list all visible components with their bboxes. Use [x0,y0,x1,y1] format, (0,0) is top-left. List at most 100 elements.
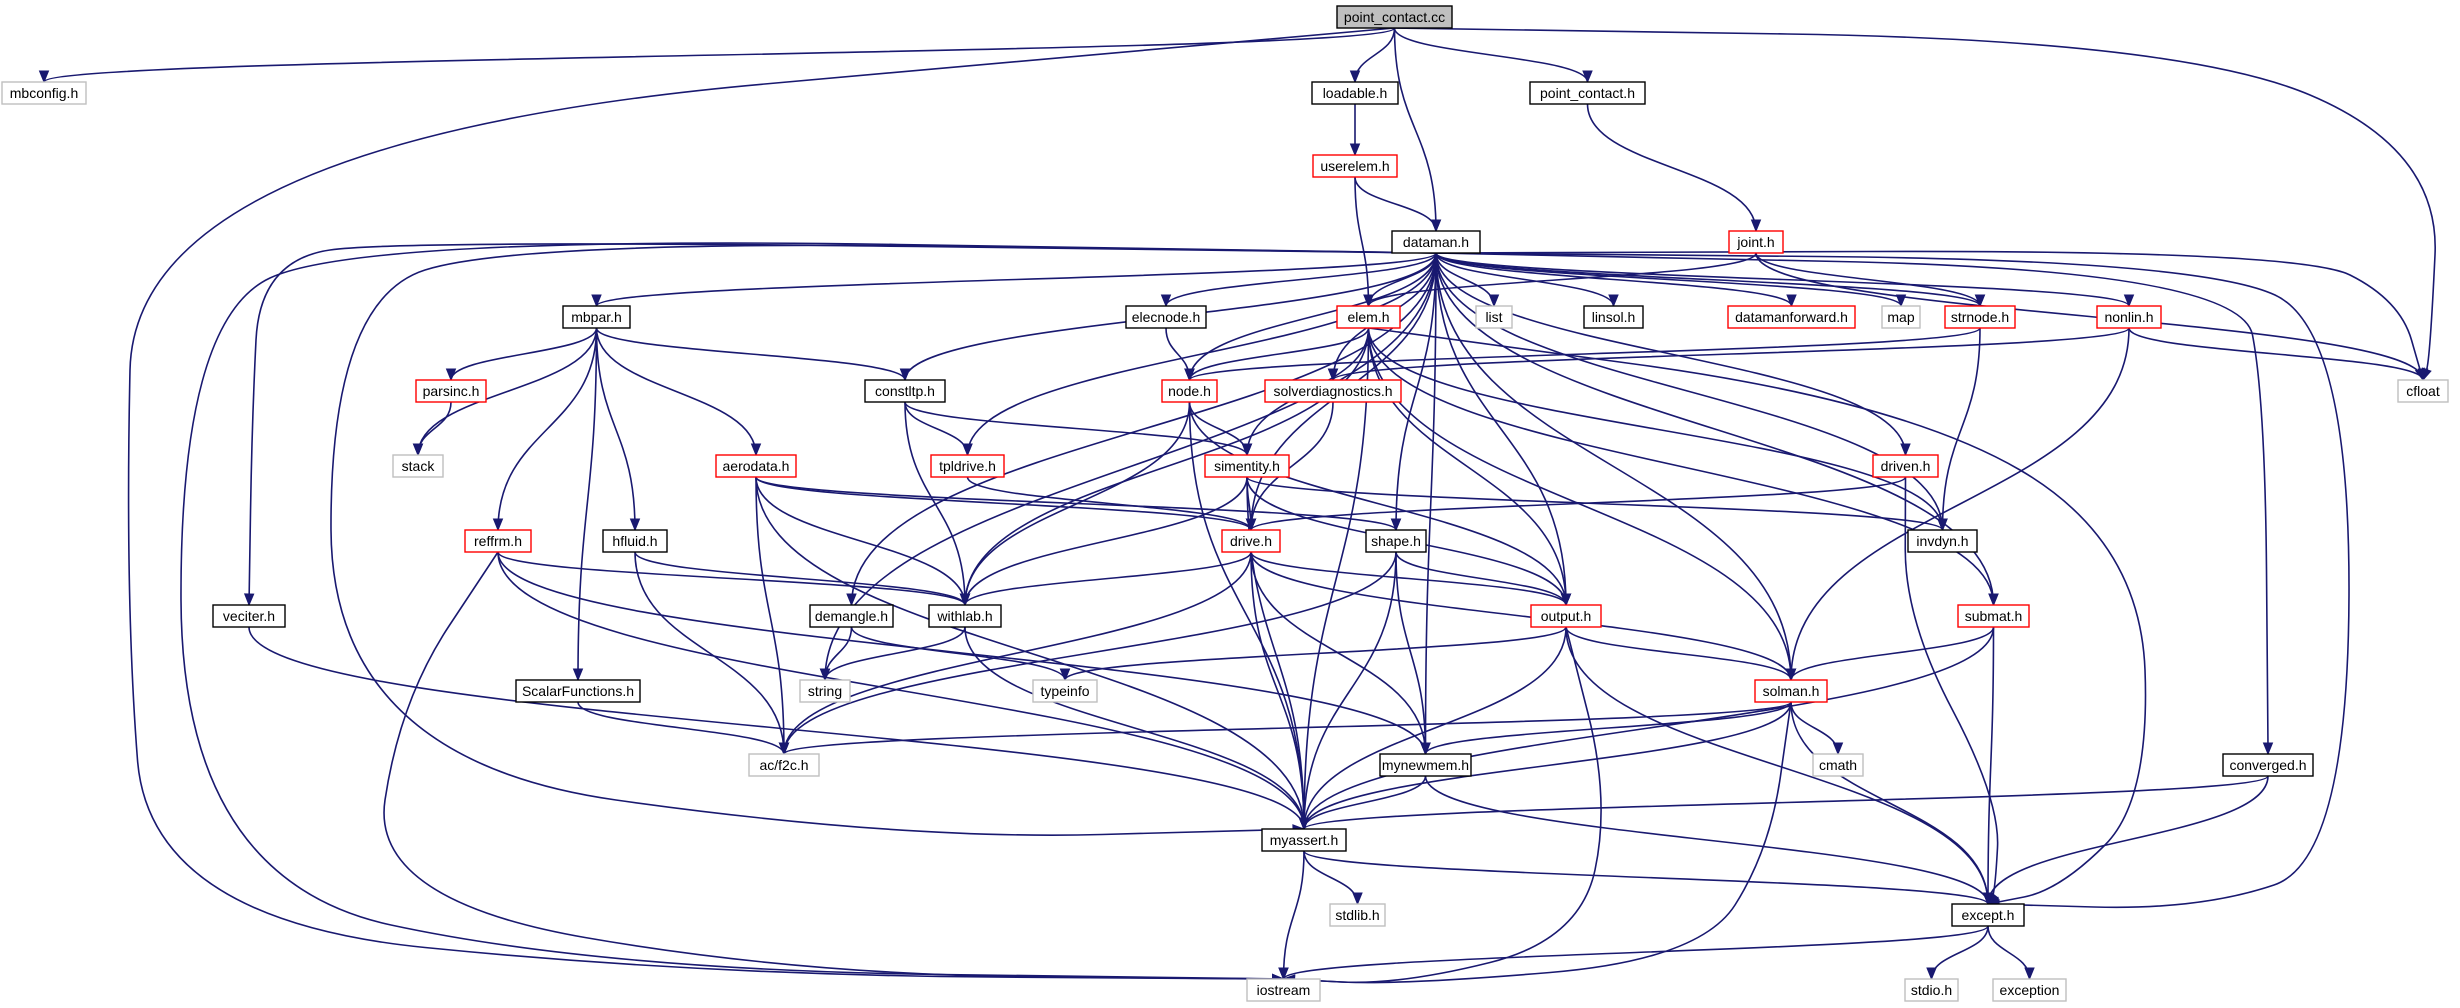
node-shape_h[interactable]: shape.h [1365,529,1427,553]
edge-solman_h-to-iostream [1283,701,1792,984]
arrowhead-dataman_h-to-driven_h [1900,443,1911,457]
node-box [1379,753,1472,777]
node-label: submat.h [1965,608,2023,624]
node-box [1261,828,1347,852]
node-dataman_h[interactable]: dataman.h [1391,230,1481,254]
node-veciter_h[interactable]: veciter.h [212,604,286,628]
edge-shape_h-to-ac_f2c_h [783,551,1397,755]
node-box [1336,305,1401,329]
node-linsol_h[interactable]: linsol.h [1583,305,1644,329]
node-constltp_h[interactable]: constltp.h [864,379,946,403]
node-box [2222,753,2314,777]
node-point_contact_cc[interactable]: point_contact.cc [1336,5,1453,29]
arrowhead-myassert_h-to-stdlib_h [1352,892,1363,906]
node-box [1312,154,1398,178]
edge-joint_h-to-cfloat [1755,252,2424,381]
node-loadable_h[interactable]: loadable.h [1311,81,1399,105]
arrowhead-strnode_h-to-node_h [1184,368,1195,382]
edge-solman_h-to-cmath [1790,701,1839,755]
node-label: simentity.h [1214,458,1280,474]
node-simentity_h[interactable]: simentity.h [1204,454,1290,478]
node-label: nonlin.h [2104,309,2153,325]
node-box [1161,379,1218,403]
node-invdyn_h[interactable]: invdyn.h [1907,529,1978,553]
node-submat_h[interactable]: submat.h [1957,604,2030,628]
node-label: string [808,683,842,699]
edge-hfluid_h-to-ac_f2c_h [634,551,785,755]
edge-dataman_h-to-output_h [1435,252,1567,606]
node-reffrm_h[interactable]: reffrm.h [464,529,532,553]
edge-strnode_h-to-node_h [1188,327,1981,381]
arrowhead-point_contact_cc-to-loadable_h [1349,70,1361,84]
node-label: elem.h [1347,309,1389,325]
node-mynewmem_h[interactable]: mynewmem.h [1379,753,1472,777]
node-demangle_h[interactable]: demangle.h [809,604,894,628]
arrowhead-parsinc_h-to-stack [412,443,424,457]
arrowhead-dataman_h-to-list [1488,294,1500,308]
node-box [1246,978,1321,1002]
edge-point_contact_cc-to-loadable_h [1354,27,1396,83]
node-tpldrive_h[interactable]: tpldrive.h [930,454,1005,478]
arrowhead-dataman_h-to-datamanforward_h [1786,294,1797,308]
node-label: map [1887,309,1914,325]
node-elem_h[interactable]: elem.h [1336,305,1401,329]
edge-veciter_h-to-myassert_h [248,626,1305,830]
node-label: hfluid.h [612,533,657,549]
node-label: dataman.h [1403,234,1469,250]
node-solverdiagnostics_h[interactable]: solverdiagnostics.h [1264,379,1402,403]
node-box [928,604,1002,628]
edge-point_contact_cc-to-iostream [127,27,1395,980]
node-datamanforward_h[interactable]: datamanforward.h [1727,305,1856,329]
node-box [1904,978,1959,1002]
node-drive_h[interactable]: drive.h [1221,529,1281,553]
node-myassert_h[interactable]: myassert.h [1261,828,1347,852]
edge-except_h-to-iostream [1282,925,1989,980]
node-label: myassert.h [1270,832,1338,848]
node-userelem_h[interactable]: userelem.h [1312,154,1398,178]
edge-mynewmem_h-to-myassert_h [1303,775,1427,830]
node-mbpar_h[interactable]: mbpar.h [562,305,631,329]
node-except_h[interactable]: except.h [1951,903,2025,927]
edge-submat_h-to-except_h [1987,626,1995,905]
node-box [748,753,820,777]
node-label: demangle.h [815,608,888,624]
node-hfluid_h[interactable]: hfluid.h [602,529,668,553]
edge-output_h-to-myassert_h [1303,626,1567,830]
edge-reffrm_h-to-iostream [383,551,1284,980]
arrowhead-mbpar_h-to-constltp_h [899,368,911,382]
edge-dataman_h-to-except_h [1435,252,2350,909]
node-box [1336,5,1453,29]
edge-mbpar_h-to-parsinc_h [450,327,598,381]
node-node_h[interactable]: node.h [1161,379,1218,403]
node-driven_h[interactable]: driven.h [1872,454,1939,478]
edge-aerodata_h-to-myassert_h [755,476,1305,830]
node-strnode_h[interactable]: strnode.h [1944,305,2016,329]
edge-driven_h-to-drive_h [1250,476,1907,531]
arrowhead-point_contact_cc-to-mbconfig_h [38,70,50,84]
node-parsinc_h[interactable]: parsinc.h [415,379,487,403]
node-point_contact_h[interactable]: point_contact.h [1529,81,1646,105]
arrowhead-dataman_h-to-veciter_h [243,593,255,607]
node-converged_h[interactable]: converged.h [2222,753,2314,777]
arrowhead-loadable_h-to-userelem_h [1349,143,1361,157]
edge-submat_h-to-solman_h [1790,626,1995,681]
node-label: converged.h [2229,757,2306,773]
node-nonlin_h[interactable]: nonlin.h [2096,305,2162,329]
node-scalarfunctions_h[interactable]: ScalarFunctions.h [515,679,641,703]
node-output_h[interactable]: output.h [1530,604,1602,628]
node-aerodata_h[interactable]: aerodata.h [715,454,797,478]
arrowhead-simentity_h-to-invdyn_h [1937,518,1948,532]
node-withlab_h[interactable]: withlab.h [928,604,1002,628]
node-elecnode_h[interactable]: elecnode.h [1125,305,1207,329]
node-solman_h[interactable]: solman.h [1754,679,1828,703]
node-box [464,529,532,553]
node-label: parsinc.h [423,383,480,399]
arrowhead-submat_h-to-solman_h [1785,668,1797,682]
edge-point_contact_cc-to-mbconfig_h [43,27,1396,83]
node-joint_h[interactable]: joint.h [1728,230,1784,254]
edge-elem_h-to-node_h [1188,327,1370,381]
arrowhead-except_h-to-stdio_h [1926,967,1937,981]
arrowhead-elem_h-to-submat_h [1988,593,1999,607]
node-label: list [1485,309,1502,325]
node-box [809,604,894,628]
